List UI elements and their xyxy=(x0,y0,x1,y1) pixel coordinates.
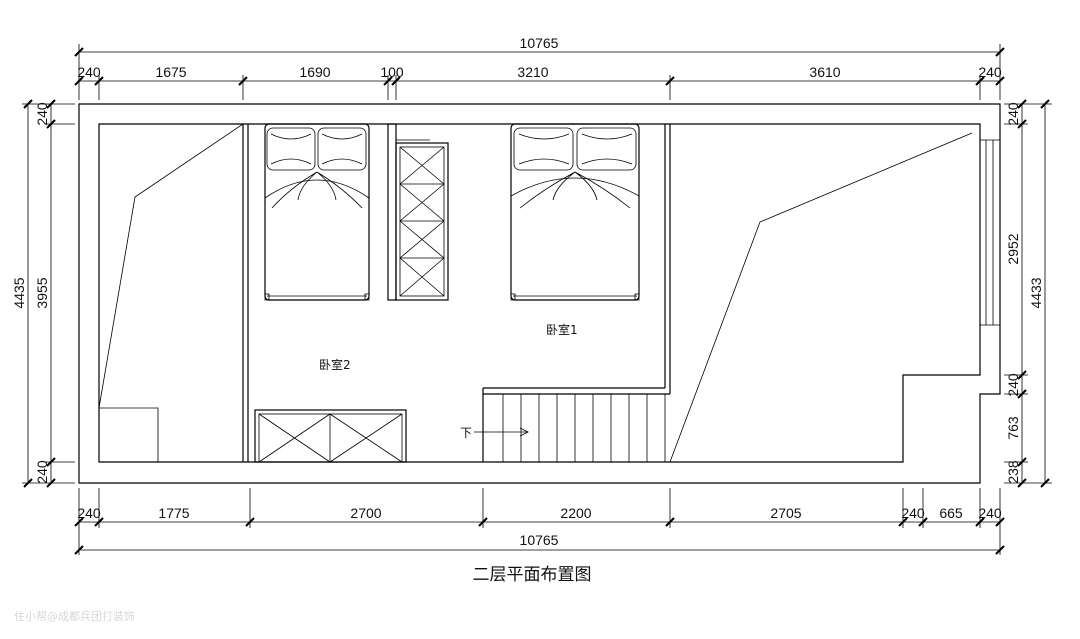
dim-top-1: 240 xyxy=(77,64,101,80)
dim-bottom-5: 2705 xyxy=(770,505,801,521)
cabinet xyxy=(254,409,407,463)
dim-right-inner-5: 238 xyxy=(1005,460,1021,484)
dim-bottom-3: 2700 xyxy=(350,505,381,521)
dim-right-inner-4: 763 xyxy=(1005,416,1021,440)
dim-top-total: 10765 xyxy=(520,35,559,51)
bottom-dimension-lines xyxy=(74,488,1005,555)
dim-bottom-1: 240 xyxy=(77,505,101,521)
staircase xyxy=(474,393,666,463)
walls xyxy=(78,103,1001,484)
dim-top-6: 3610 xyxy=(809,64,840,80)
dim-left-inner-1: 240 xyxy=(34,102,50,126)
dim-top-3: 1690 xyxy=(299,64,330,80)
dim-right-inner-3: 240 xyxy=(1005,373,1021,397)
wardrobe xyxy=(395,142,449,301)
dim-bottom-total: 10765 xyxy=(520,532,559,548)
dim-bottom-7: 665 xyxy=(939,505,963,521)
window xyxy=(980,139,1000,326)
outer-wall xyxy=(78,103,1001,484)
dim-left-inner-2: 3955 xyxy=(34,277,50,308)
right-dimension-lines xyxy=(1004,99,1052,488)
dim-left-outer: 4435 xyxy=(11,277,27,308)
inner-wall xyxy=(98,123,981,463)
room-label-bedroom1: 卧室1 xyxy=(546,322,578,337)
dim-bottom-6: 240 xyxy=(901,505,925,521)
roof-slope-left xyxy=(98,123,244,462)
dim-right-outer: 4433 xyxy=(1028,277,1044,308)
bed-2 xyxy=(264,123,370,301)
watermark: 住小帮@成都兵团打装饰 xyxy=(14,609,135,623)
dim-left-inner-3: 240 xyxy=(34,460,50,484)
left-dimension-lines xyxy=(22,99,75,488)
roof-slope-right xyxy=(669,132,973,463)
dim-top-4: 100 xyxy=(380,64,404,80)
dim-top-5: 3210 xyxy=(517,64,548,80)
drawing-title: 二层平面布置图 xyxy=(473,565,592,585)
top-dimension-lines xyxy=(74,44,1005,100)
stair-label: 下 xyxy=(460,426,472,440)
dim-right-inner-1: 240 xyxy=(1005,102,1021,126)
room-label-bedroom2: 卧室2 xyxy=(319,357,351,372)
dim-top-2: 1675 xyxy=(155,64,186,80)
dim-top-7: 240 xyxy=(978,64,1002,80)
bed-1 xyxy=(510,123,640,301)
dim-bottom-8: 240 xyxy=(978,505,1002,521)
arrow-head-icon xyxy=(519,427,529,437)
dim-right-inner-2: 2952 xyxy=(1005,233,1021,264)
dim-bottom-4: 2200 xyxy=(560,505,591,521)
dim-bottom-2: 1775 xyxy=(158,505,189,521)
partition-wall xyxy=(387,123,397,301)
